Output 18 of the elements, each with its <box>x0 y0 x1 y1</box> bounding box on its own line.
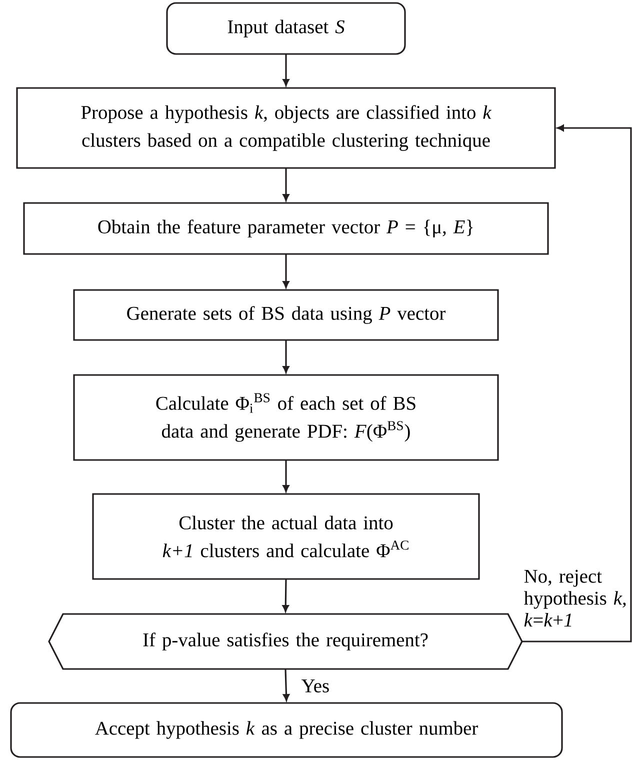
arrow <box>282 54 290 86</box>
process-box: Cluster the actual data into k+1 clusters and calculate Φ$^{AC}$ <box>92 493 480 580</box>
terminal-box: Accept hypothesis k as a precise cluster number <box>10 702 563 758</box>
decision-hexagon: If p-value satisfies the requirement? <box>48 613 523 670</box>
arrow <box>282 668 290 701</box>
arrow <box>282 340 290 373</box>
terminal-box: Input dataset S <box>166 2 406 55</box>
process-box: Generate sets of BS data using P vector <box>73 289 499 341</box>
arrow <box>282 254 290 288</box>
arrow <box>282 460 290 492</box>
arrow <box>282 168 290 201</box>
process-box: Calculate Φ$_{i}$$^{BS}$ of each set of BS data and generate PDF: F(Φ$^{BS}$) <box>73 374 499 461</box>
edge-label: Yes <box>302 680 329 692</box>
process-box: Propose a hypothesis k, objects are classified into k clusters based on a compatible clustering technique <box>16 87 556 169</box>
process-box: Obtain the feature parameter vector P = {μ, E} <box>23 202 549 255</box>
arrow <box>282 579 289 612</box>
arrow <box>522 124 632 642</box>
edge-label: No, reject hypothesis k, k=k+1 <box>524 570 626 626</box>
